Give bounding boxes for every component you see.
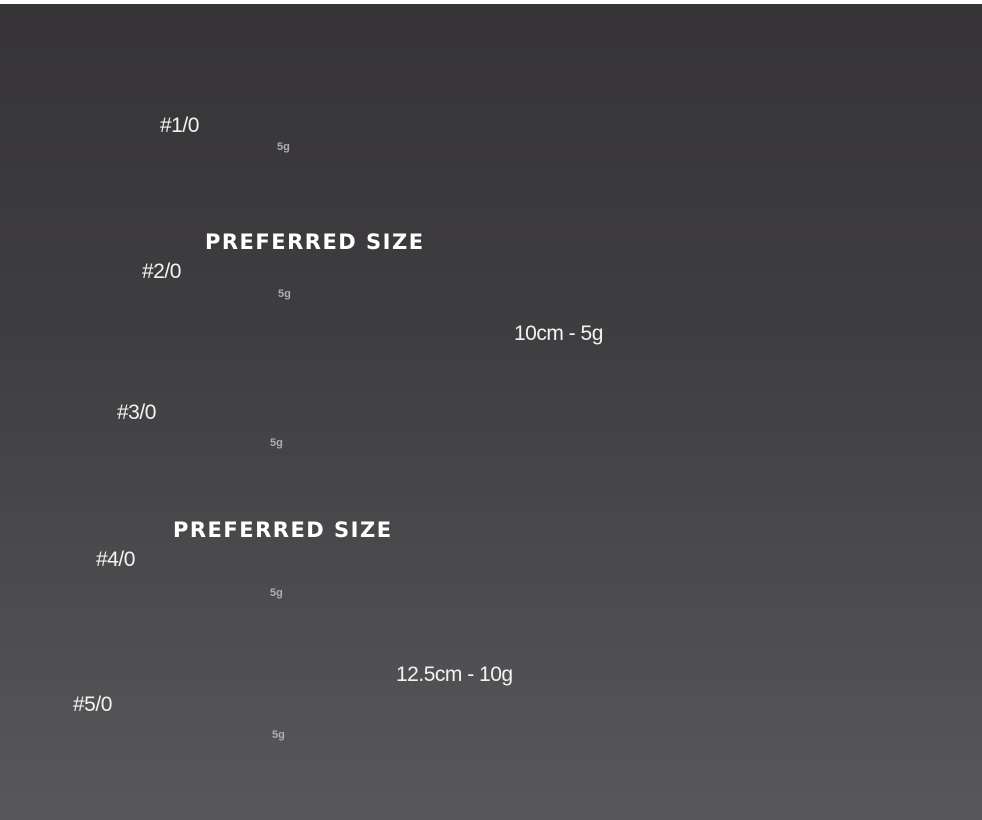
preferred-size-label-lower: PREFERRED SIZE xyxy=(173,518,393,542)
hook-weight-label: 5g xyxy=(270,587,283,599)
hook-size-label: #5/0 xyxy=(73,693,112,716)
lure-size-caption-large: 12.5cm - 10g xyxy=(396,663,513,686)
hook-weight-label: 5g xyxy=(272,729,285,741)
hook-size-label: #1/0 xyxy=(160,114,199,137)
hook-weight-label: 5g xyxy=(278,288,291,300)
hook-size-label: #2/0 xyxy=(142,260,181,283)
lure-size-caption-small: 10cm - 5g xyxy=(514,322,603,345)
preferred-size-label-upper: PREFERRED SIZE xyxy=(205,230,425,254)
hook-weight-label: 5g xyxy=(277,141,290,153)
hook-weight-label: 5g xyxy=(270,437,283,449)
size-chart-graphic: #1/0 5g #2/0 5g #3/0 5g xyxy=(0,4,982,820)
hook-size-label: #4/0 xyxy=(96,548,135,571)
hook-size-label: #3/0 xyxy=(117,401,156,424)
